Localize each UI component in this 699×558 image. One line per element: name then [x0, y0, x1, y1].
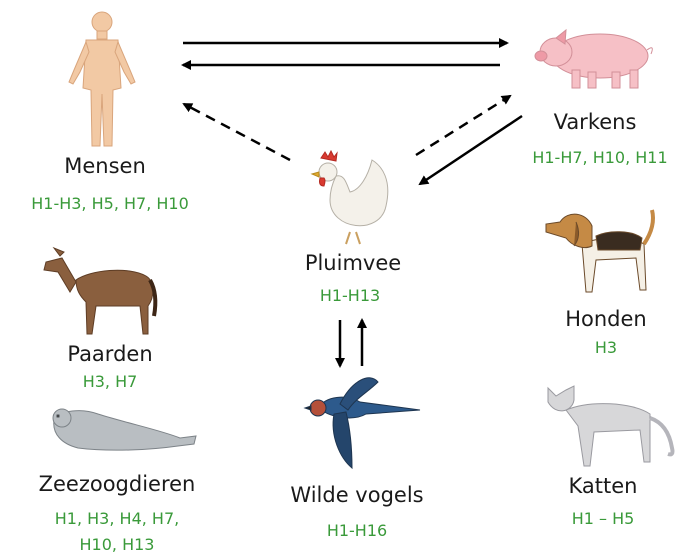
node-subtypes-wilde-vogels: H1-H16: [297, 518, 417, 544]
horse-icon: [44, 248, 155, 334]
node-subtypes-mensen: H1-H3, H5, H7, H10: [0, 191, 220, 217]
node-label-honden: Honden: [548, 307, 664, 331]
node-label-mensen: Mensen: [55, 154, 155, 178]
node-subtypes-varkens: H1-H7, H10, H11: [515, 145, 685, 171]
seal-icon: [53, 409, 196, 450]
arrow-pluimvee-to-mensen: [184, 104, 290, 160]
node-subtypes-zeezoogdieren-line2: H10, H13: [12, 532, 222, 558]
chicken-icon: [312, 151, 388, 244]
arrow-pluimvee-to-varkens: [416, 96, 510, 155]
node-subtypes-paarden: H3, H7: [60, 369, 160, 395]
node-subtypes-pluimvee: H1-H13: [290, 283, 410, 309]
node-label-katten: Katten: [548, 474, 658, 498]
node-subtypes-zeezoogdieren-line1: H1, H3, H4, H7,: [12, 506, 222, 532]
node-label-varkens: Varkens: [540, 110, 650, 134]
node-label-wilde-vogels: Wilde vogels: [272, 483, 442, 507]
node-subtypes-katten: H1 – H5: [548, 506, 658, 532]
node-label-zeezoogdieren: Zeezoogdieren: [12, 472, 222, 496]
node-subtypes-honden: H3: [556, 335, 656, 361]
dog-icon: [546, 210, 653, 292]
node-label-paarden: Paarden: [50, 342, 170, 366]
arrow-varkens-to-pluimvee: [420, 116, 522, 184]
swallow-icon: [305, 378, 420, 468]
pig-icon: [535, 30, 652, 88]
human-icon: [69, 12, 135, 146]
node-label-pluimvee: Pluimvee: [286, 251, 420, 275]
cat-icon: [548, 386, 673, 466]
